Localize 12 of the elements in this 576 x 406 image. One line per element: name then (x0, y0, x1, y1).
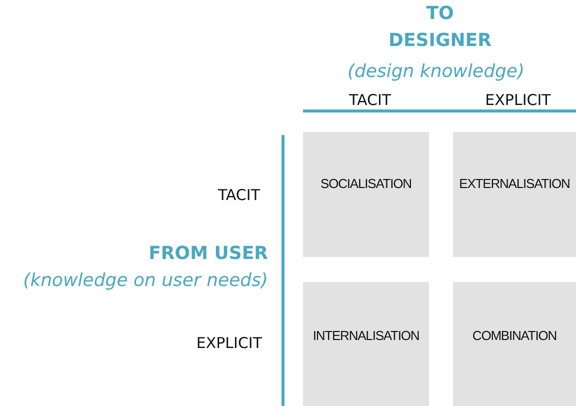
column-header: TACIT (348, 90, 392, 111)
quadrant-cell: SOCIALISATION (303, 132, 429, 257)
quadrant-cell: COMBINATION (453, 282, 576, 406)
row-header: EXPLICIT (196, 334, 262, 352)
axis-title: FROM USER (148, 243, 268, 264)
quadrant-cell: EXTERNALISATION (453, 132, 576, 257)
quadrant-cell: INTERNALISATION (303, 282, 429, 406)
axis-title: TO DESIGNER (388, 2, 492, 53)
row-header: TACIT (218, 186, 260, 204)
axis-subtitle: (design knowledge) (346, 60, 526, 84)
axis-subtitle: (knowledge on user needs) (23, 270, 268, 291)
column-header: EXPLICIT (484, 90, 552, 111)
